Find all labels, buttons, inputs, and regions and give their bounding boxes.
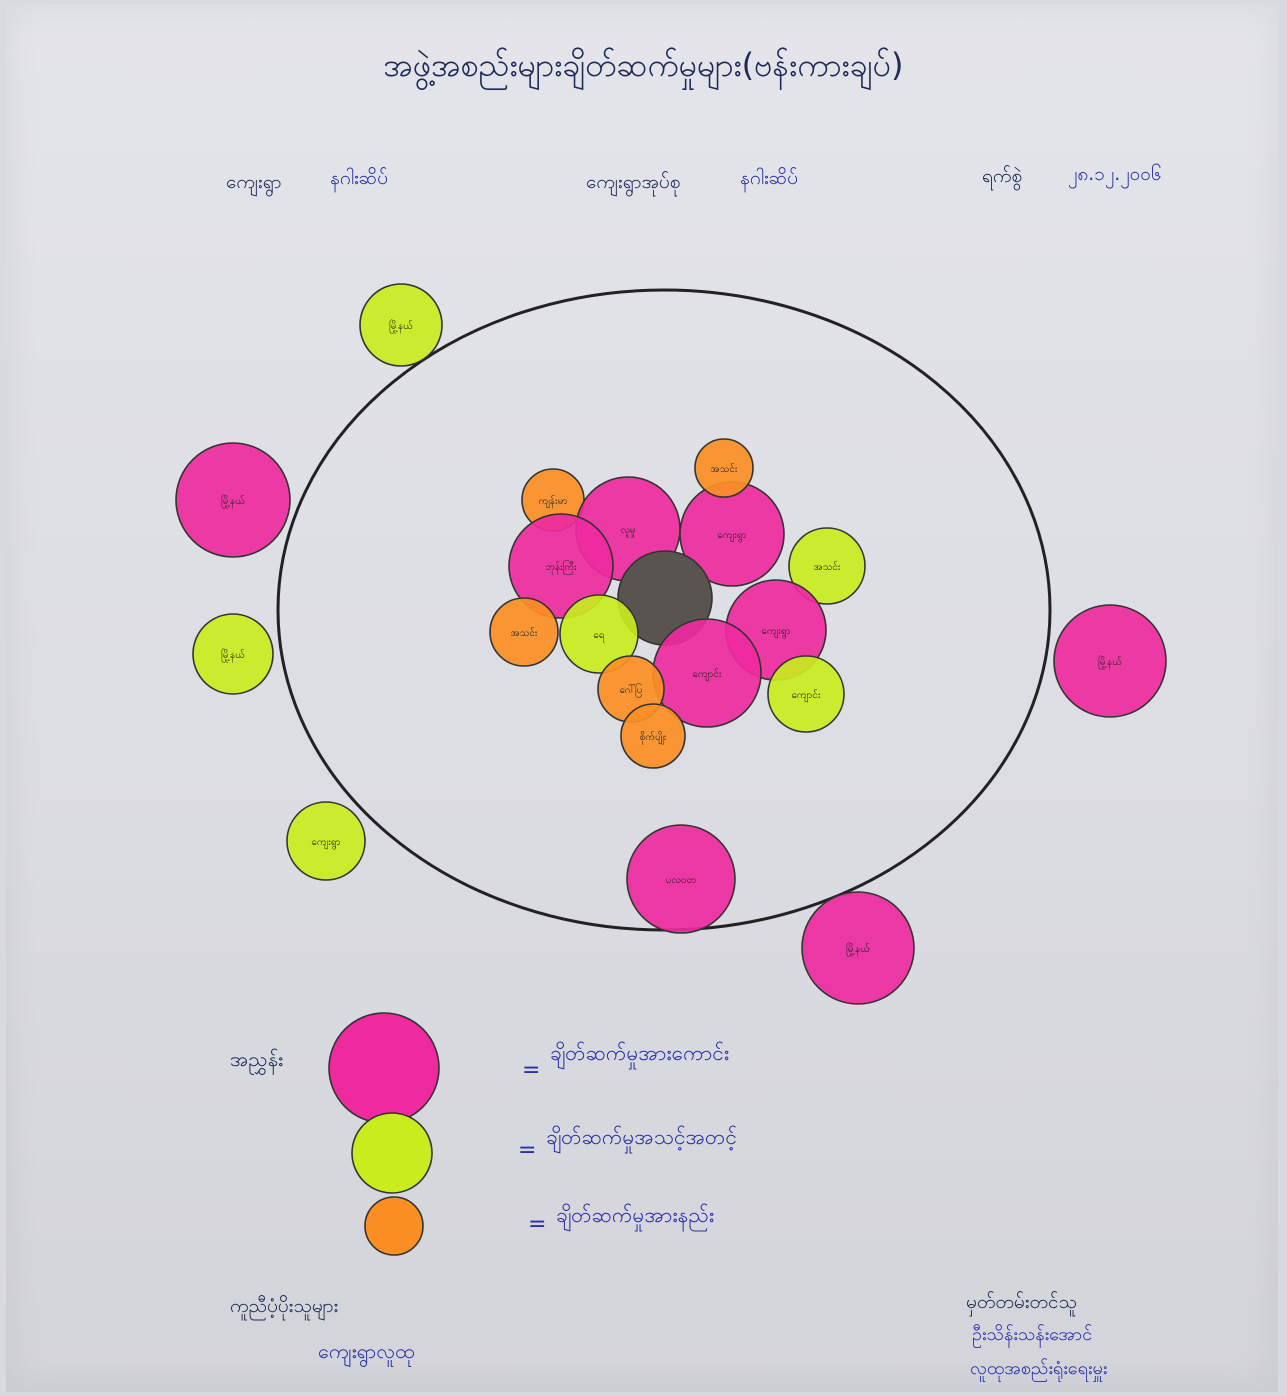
org-circle: မြို့နယ် [359,283,443,367]
svg-text:ကျေးရွာ: ကျေးရွာ [761,626,790,639]
village-value: နဂါးဆိပ် [330,167,389,189]
svg-text:ရေ: ရေ [593,630,604,643]
legend-swatch-strong [328,1012,440,1124]
recorder-role: လူထုအစည်းရုံးရေးမှူး [970,1358,1108,1379]
date-value: ၂၈.၁၂.၂၀၀၆ [1068,163,1162,185]
org-circle: အသင်း [788,527,866,605]
village-label: ကျေးရွာ [226,171,282,193]
legend-title: အညွှန်း [230,1047,284,1071]
date-label: ရက်စွဲ [982,165,1023,187]
legend-equals-1: = [522,1058,541,1083]
svg-text:အသင်း: အသင်း [711,462,738,475]
recorder-label: မှတ်တမ်းတင်သူ [966,1291,1077,1313]
org-circle: ကျောင်း [652,618,762,728]
village-tract-value: နဂါးဆိပ် [740,167,799,189]
diagram-title: အဖွဲ့အစည်းများချိတ်ဆက်မှုများ(ဗန်းကားချပ… [383,46,904,84]
supporters-label: ကူညီပံ့ပိုးသူများ [230,1295,339,1317]
legend-equals-3: = [528,1212,547,1237]
svg-text:မြို့နယ်: မြို့နယ် [221,647,245,663]
legend-swatch-weak [364,1196,424,1256]
org-circle: မြို့နယ် [1053,604,1167,718]
svg-text:မြို့နယ်: မြို့နယ် [846,941,870,957]
org-circle: ကျောင်း [767,655,845,733]
org-circle: ပလဝတ [626,824,736,934]
village-tract-label: ကျေးရွာအုပ်စု [586,171,681,193]
legend-text-weak: ချိတ်ဆက်မှုအားနည်း [556,1203,715,1227]
legend-equals-2: = [518,1138,537,1163]
legend-text-moderate: ချိတ်ဆက်မှုအသင့်အတင့် [546,1125,738,1149]
svg-text:ဘုန်းကြီး: ဘုန်းကြီး [545,559,577,575]
svg-text:မြို့နယ်: မြို့နယ် [221,493,245,509]
svg-text:မြို့နယ်: မြို့နယ် [389,318,413,334]
org-circle: စိုက်ပျိုး [620,703,686,769]
org-circle: အသင်း [694,438,754,498]
org-circle: ကျေးရွာ [286,801,366,881]
svg-text:အသင်း: အသင်း [511,626,538,639]
recorder-name: ဦးသိန်းသန်းအောင် [972,1324,1093,1345]
svg-text:မြို့နယ်: မြို့နယ် [1098,654,1122,670]
supporters-value: ကျေးရွာလူထု [318,1339,415,1363]
org-circle: ရေ [559,594,639,674]
org-circle: အသင်း [489,597,559,667]
legend-text-strong: ချိတ်ဆက်မှုအားကောင်း [550,1041,730,1065]
org-circle: မြို့နယ် [192,613,274,695]
svg-text:ကျောင်း: ကျောင်း [693,667,722,682]
org-circle: ဘုန်းကြီး [508,513,614,619]
svg-text:ကျောင်း: ကျောင်း [792,688,821,703]
svg-text:ဂေါ်ပြ: ဂေါ်ပြ [619,682,642,698]
legend-swatch-moderate [351,1112,433,1194]
svg-text:ကျေးရွာ: ကျေးရွာ [311,837,340,850]
svg-text:အသင်း: အသင်း [814,560,841,573]
svg-text:ပလဝတ: ပလဝတ [666,875,696,886]
svg-text:စိုက်ပျိုး: စိုက်ပျိုး [640,730,667,745]
svg-text:ကျေးရွာ: ကျေးရွာ [717,530,746,543]
svg-text:လူမှု: လူမှု [620,525,635,538]
org-circle: မြို့နယ် [801,891,915,1005]
svg-text:ကျန်းမာ: ကျန်းမာ [539,494,568,509]
org-circle: မြို့နယ် [175,442,291,558]
